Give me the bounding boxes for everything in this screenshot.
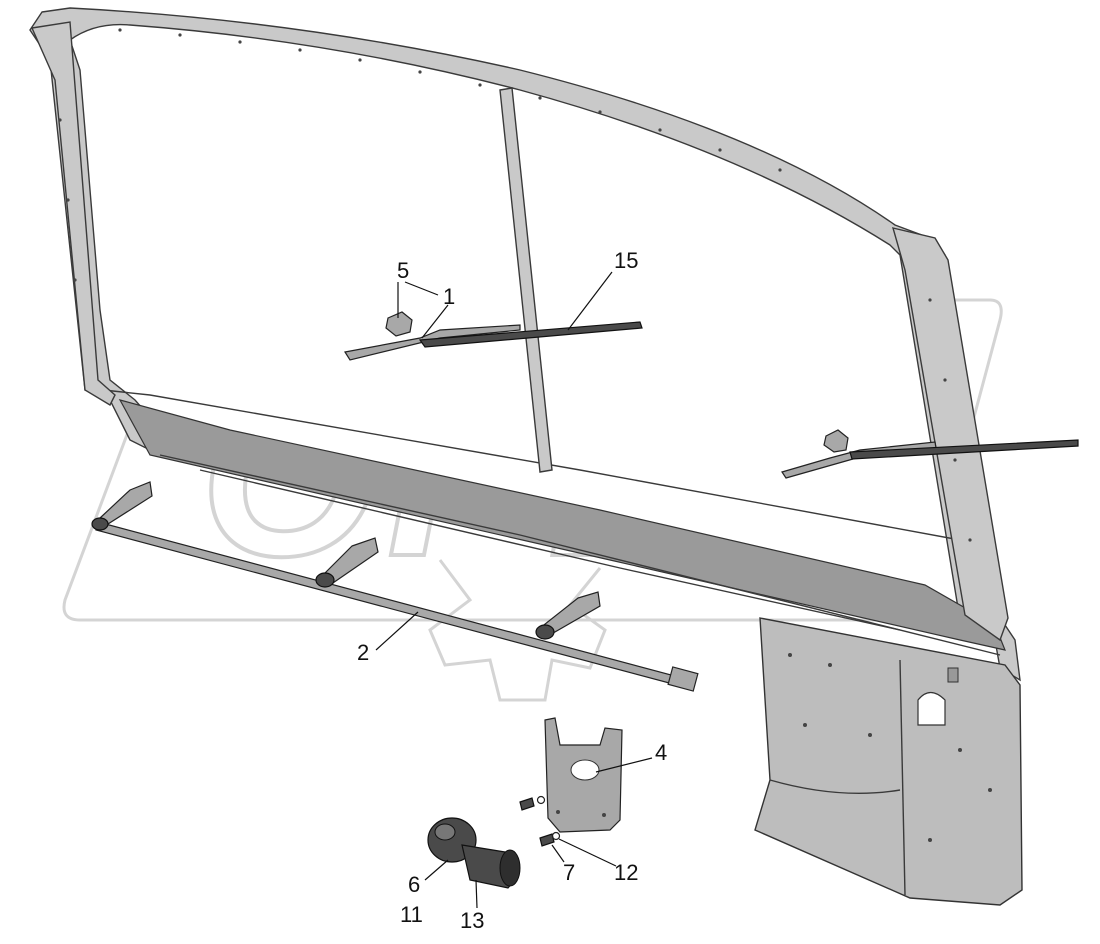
right-pillar (891, 227, 1009, 642)
fasteners (519, 795, 561, 847)
callout-2: 2 (357, 640, 369, 665)
callout-5: 5 (397, 258, 409, 283)
wiper-left (344, 311, 643, 361)
callout-11: 11 (400, 902, 423, 927)
center-post (499, 87, 553, 473)
callout-6: 6 (408, 872, 420, 897)
frame-inner-opening (69, 23, 961, 621)
side-panel (754, 617, 1023, 906)
windshield-frame (29, 7, 1021, 682)
callout-1: 1 (443, 284, 455, 309)
callout-7: 7 (563, 860, 575, 885)
callouts: 5 1 15 2 4 7 12 6 11 13 (357, 248, 667, 933)
wiper-nut-5 (385, 311, 413, 337)
wiper-blade-right (849, 439, 1079, 460)
callout-4: 4 (655, 740, 667, 765)
washer-12 (551, 831, 561, 841)
motor-bracket (544, 717, 623, 833)
callout-13: 13 (460, 908, 484, 933)
callout-12: 12 (614, 860, 638, 885)
wiper-motor (427, 817, 521, 889)
wiper-nut-right (823, 429, 849, 453)
bolt-7 (539, 833, 555, 847)
callout-15: 15 (614, 248, 638, 273)
left-pillar (30, 21, 116, 406)
leader-lines (375, 271, 653, 909)
wiper-linkage (91, 481, 699, 692)
side-panel-body (754, 617, 1023, 906)
wiper-blade-left (418, 321, 643, 348)
frame-holes (58, 28, 972, 542)
wiper-right (781, 429, 1079, 479)
